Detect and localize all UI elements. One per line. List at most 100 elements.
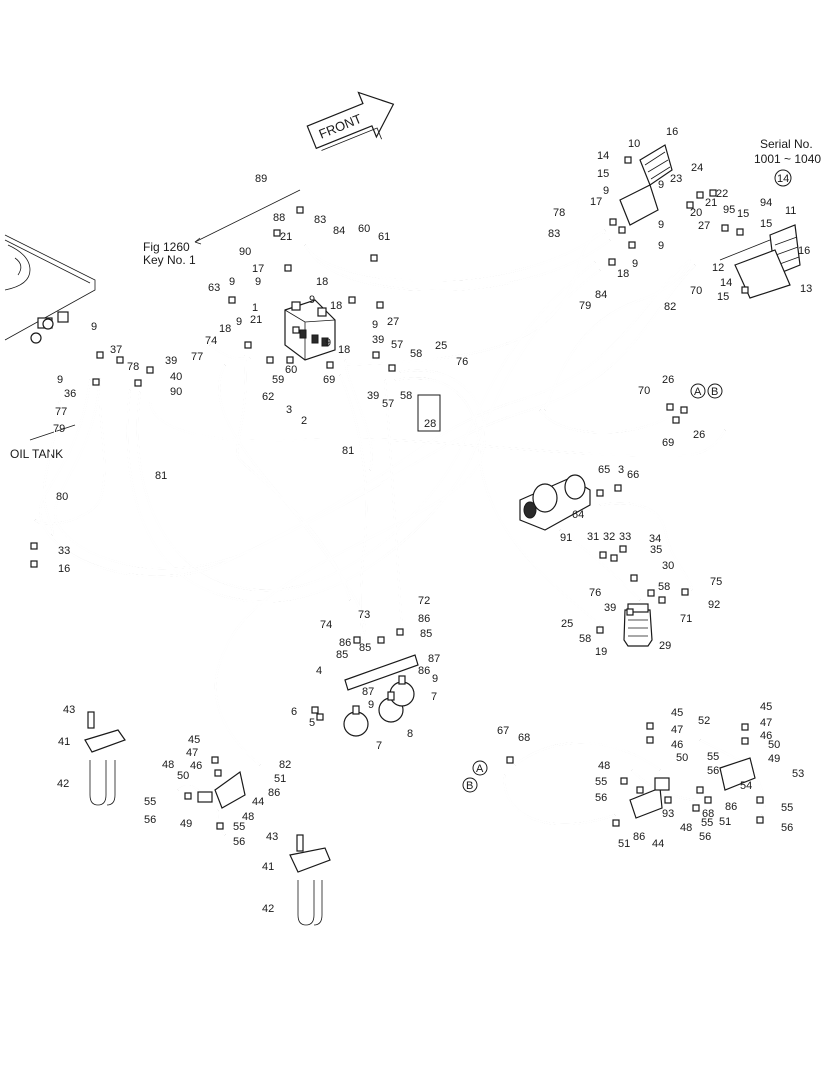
fitting bbox=[273, 229, 281, 237]
fitting bbox=[286, 356, 294, 364]
accumulator-bracket bbox=[343, 654, 419, 737]
callout-9a: 9 bbox=[255, 276, 261, 288]
callout-72: 72 bbox=[418, 595, 430, 607]
callout-82b: 82 bbox=[279, 759, 291, 771]
fitting bbox=[284, 264, 292, 272]
callout-56f: 56 bbox=[781, 822, 793, 834]
callout-55f: 55 bbox=[781, 802, 793, 814]
fitting bbox=[741, 723, 749, 731]
callout-79b: 79 bbox=[579, 300, 591, 312]
fitting bbox=[704, 796, 712, 804]
fitting bbox=[636, 786, 644, 794]
callout-47c: 47 bbox=[760, 717, 772, 729]
callout-56b: 56 bbox=[233, 836, 245, 848]
fitting bbox=[211, 756, 219, 764]
callout-77b: 77 bbox=[55, 406, 67, 418]
callout-93: 93 bbox=[662, 808, 674, 820]
callout-29: 29 bbox=[659, 640, 671, 652]
callout-56d: 56 bbox=[707, 765, 719, 777]
callout-41b: 41 bbox=[262, 861, 274, 873]
callout-8: 8 bbox=[407, 728, 413, 740]
callout-81b: 81 bbox=[155, 470, 167, 482]
callout-58c: 58 bbox=[658, 581, 670, 593]
fitting bbox=[216, 822, 224, 830]
callout-9o: 9 bbox=[368, 699, 374, 711]
callout-87a: 87 bbox=[428, 653, 440, 665]
fitting bbox=[646, 722, 654, 730]
callout-39a: 39 bbox=[372, 334, 384, 346]
callout-15c: 15 bbox=[760, 218, 772, 230]
callout-86a: 86 bbox=[418, 613, 430, 625]
fitting bbox=[30, 542, 38, 550]
callout-83b: 83 bbox=[548, 228, 560, 240]
fitting bbox=[612, 819, 620, 827]
connector-b-bottom bbox=[462, 777, 478, 793]
callout-18b: 18 bbox=[330, 300, 342, 312]
callout-42a: 42 bbox=[57, 778, 69, 790]
front-arrow: FRONT bbox=[306, 91, 395, 151]
fitting bbox=[348, 296, 356, 304]
callout-69a: 69 bbox=[323, 374, 335, 386]
callout-50b: 50 bbox=[768, 739, 780, 751]
fitting bbox=[624, 156, 632, 164]
callout-87b: 87 bbox=[362, 686, 374, 698]
callout-63: 63 bbox=[208, 282, 220, 294]
callout-86f: 86 bbox=[633, 831, 645, 843]
fitting bbox=[672, 416, 680, 424]
callout-73: 73 bbox=[358, 609, 370, 621]
callout-51b: 51 bbox=[719, 816, 731, 828]
callout-58a: 58 bbox=[410, 348, 422, 360]
callout-27a: 27 bbox=[387, 316, 399, 328]
callout-25b: 25 bbox=[561, 618, 573, 630]
callout-46b: 46 bbox=[671, 739, 683, 751]
callout-55a: 55 bbox=[144, 796, 156, 808]
callout-95: 95 bbox=[723, 204, 735, 216]
callout-84a: 84 bbox=[333, 225, 345, 237]
fitting bbox=[146, 366, 154, 374]
fitting bbox=[266, 356, 274, 364]
callout-66: 66 bbox=[627, 469, 639, 481]
callout-23: 23 bbox=[670, 173, 682, 185]
oil-tank-outline bbox=[4, 234, 96, 344]
hydraulic-pump bbox=[519, 474, 591, 531]
callout-9f: 9 bbox=[325, 337, 331, 349]
callout-15b: 15 bbox=[737, 208, 749, 220]
callout-31: 31 bbox=[587, 531, 599, 543]
callout-89: 89 bbox=[255, 173, 267, 185]
serial-ref-badge bbox=[774, 169, 792, 187]
fitting bbox=[756, 796, 764, 804]
callout-76b: 76 bbox=[589, 587, 601, 599]
callout-16b: 16 bbox=[666, 126, 678, 138]
callout-33a: 33 bbox=[58, 545, 70, 557]
callout-9i: 9 bbox=[658, 179, 664, 191]
callout-39d: 39 bbox=[604, 602, 616, 614]
fitting bbox=[610, 554, 618, 562]
callout-24: 24 bbox=[691, 162, 703, 174]
fitting bbox=[244, 341, 252, 349]
fitting bbox=[116, 356, 124, 364]
pedal-assembly bbox=[619, 144, 801, 299]
callout-62: 62 bbox=[262, 391, 274, 403]
callout-34: 34 bbox=[649, 533, 661, 545]
callout-69b: 69 bbox=[662, 437, 674, 449]
fitting bbox=[292, 326, 300, 334]
callout-41a: 41 bbox=[58, 736, 70, 748]
callout-9b: 9 bbox=[229, 276, 235, 288]
fitting bbox=[647, 589, 655, 597]
callout-9c: 9 bbox=[309, 294, 315, 306]
callout-64: 64 bbox=[572, 509, 584, 521]
callout-82a: 82 bbox=[664, 301, 676, 313]
callout-70a: 70 bbox=[690, 285, 702, 297]
callout-75: 75 bbox=[710, 576, 722, 588]
callout-54: 54 bbox=[740, 780, 752, 792]
oil-tank-label: OIL TANK bbox=[10, 447, 63, 461]
callout-12: 12 bbox=[712, 262, 724, 274]
callout-22: 22 bbox=[716, 188, 728, 200]
callout-65: 65 bbox=[598, 464, 610, 476]
fittings bbox=[30, 156, 764, 830]
callout-10: 10 bbox=[628, 138, 640, 150]
callout-9g: 9 bbox=[91, 321, 97, 333]
callout-77a: 77 bbox=[191, 351, 203, 363]
callout-44b: 44 bbox=[652, 838, 664, 850]
callout-36: 36 bbox=[64, 388, 76, 400]
